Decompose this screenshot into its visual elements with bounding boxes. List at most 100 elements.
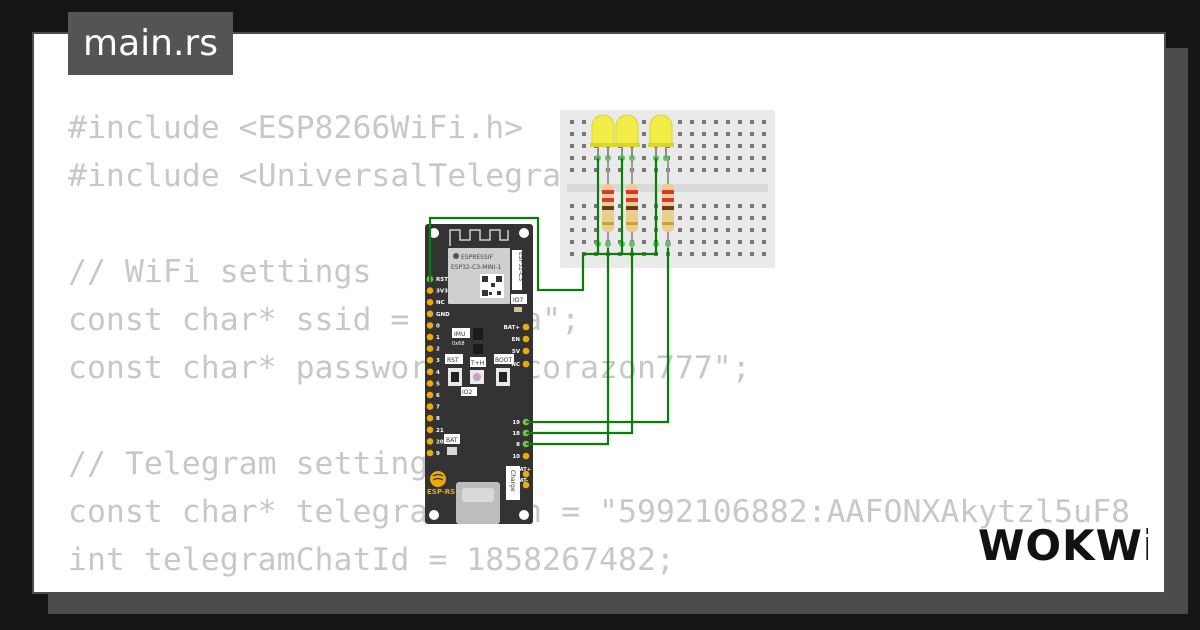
breadboard-hole <box>690 132 694 136</box>
temp-humidity-label: T+H <box>470 360 484 367</box>
header-pin[interactable] <box>426 345 434 352</box>
breadboard-hole <box>750 228 754 232</box>
esp32-module: ESPRESSIF ESP32-C3-MINI-1 <box>448 248 510 304</box>
breadboard-hole <box>570 168 574 172</box>
breadboard-hole <box>582 216 586 220</box>
pin-label: 18 <box>512 431 520 437</box>
breadboard-hole <box>714 204 718 208</box>
wire-gnd <box>428 216 658 292</box>
header-pin[interactable] <box>426 380 434 387</box>
wires <box>428 158 670 446</box>
breadboard-hole <box>726 132 730 136</box>
breadboard-hole <box>690 240 694 244</box>
header-pin[interactable] <box>426 333 434 341</box>
pin-label: 3V3 <box>436 289 448 295</box>
led-1[interactable] <box>590 114 616 158</box>
breadboard-hole <box>738 156 742 160</box>
breadboard-hole <box>702 204 706 208</box>
charge-label: Charge <box>509 470 516 492</box>
breadboard-hole <box>762 144 766 148</box>
header-pin[interactable] <box>522 452 530 460</box>
breadboard-hole <box>702 144 706 148</box>
breadboard-hole <box>738 228 742 232</box>
breadboard-hole <box>582 132 586 136</box>
breadboard-hole <box>750 168 754 172</box>
header-pin[interactable] <box>522 347 530 355</box>
imu-label: IMU <box>454 331 465 338</box>
breadboard-hole <box>570 132 574 136</box>
header-pin[interactable] <box>522 335 530 343</box>
usb-c-port[interactable] <box>456 482 500 524</box>
breadboard-hole <box>582 120 586 124</box>
header-pin[interactable] <box>426 310 434 318</box>
breadboard-hole <box>762 120 766 124</box>
header-pin[interactable] <box>426 368 434 376</box>
header-pin[interactable] <box>426 287 434 294</box>
breadboard-hole <box>618 228 622 232</box>
wokwi-logo-text: WOKWi <box>978 522 1148 568</box>
imu-addr: 0x68 <box>452 341 465 347</box>
header-pin[interactable] <box>426 391 434 399</box>
breadboard-hole <box>738 168 742 172</box>
breadboard-hole <box>618 216 622 220</box>
module-brand: ESPRESSIF <box>461 254 494 261</box>
header-pin[interactable] <box>522 360 530 368</box>
io2-led-label: IO2 <box>462 389 472 396</box>
esp32-c3-board[interactable]: ESPRESSIF ESP32-C3-MINI-1 ESP32-C3 IO7 I… <box>425 224 533 524</box>
module-name: ESP32-C3-MINI-1 <box>451 264 502 271</box>
breadboard-hole <box>762 168 766 172</box>
breadboard-hole <box>642 204 646 208</box>
resistor-3[interactable] <box>662 158 674 248</box>
breadboard-hole <box>726 120 730 124</box>
breadboard-hole <box>678 120 682 124</box>
resistor-1[interactable] <box>602 158 614 248</box>
breadboard-hole <box>714 156 718 160</box>
pin-label: BAT+ <box>504 325 521 331</box>
pin-label: 5 <box>436 381 440 387</box>
breadboard-hole <box>594 168 598 172</box>
pin-label: 5V <box>512 349 521 355</box>
pin-label: 1 <box>436 335 440 341</box>
pin-label: RST <box>436 277 448 283</box>
breadboard-hole <box>762 204 766 208</box>
breadboard-hole <box>702 132 706 136</box>
breadboard-hole <box>678 168 682 172</box>
header-pin[interactable] <box>426 403 434 410</box>
breadboard-hole <box>750 252 754 256</box>
led-3[interactable] <box>648 114 674 158</box>
breadboard-hole <box>714 228 718 232</box>
resistor-2[interactable] <box>626 158 638 248</box>
led-2[interactable] <box>614 114 640 158</box>
breadboard-hole <box>690 216 694 220</box>
io7-label: IO7 <box>513 297 523 304</box>
breadboard-hole <box>762 156 766 160</box>
breadboard-hole <box>582 240 586 244</box>
header-pin[interactable] <box>426 298 434 306</box>
breadboard-hole <box>762 132 766 136</box>
header-pin[interactable] <box>426 438 434 445</box>
file-tab[interactable]: main.rs <box>68 12 233 75</box>
header-pin[interactable] <box>426 414 434 422</box>
header-pin[interactable] <box>426 322 434 329</box>
boot-button[interactable] <box>496 368 510 386</box>
header-pin[interactable] <box>522 323 530 331</box>
pin-label: 8 <box>516 442 520 448</box>
breadboard-hole <box>582 156 586 160</box>
breadboard-hole <box>642 216 646 220</box>
pin-label: 7 <box>436 405 440 411</box>
breadboard-hole <box>570 216 574 220</box>
breadboard-hole <box>678 252 682 256</box>
breadboard-hole <box>678 132 682 136</box>
header-pin[interactable] <box>426 426 434 434</box>
battery-pin-header[interactable]: BAT+BAT- <box>516 467 531 489</box>
rst-button[interactable] <box>448 368 462 386</box>
header-pin[interactable] <box>522 470 530 478</box>
header-pin[interactable] <box>522 481 530 489</box>
header-pin[interactable] <box>426 356 434 364</box>
pin-label: 10 <box>512 454 520 460</box>
header-pin[interactable] <box>426 449 434 457</box>
breadboard-hole <box>570 156 574 160</box>
esp-rs-label: ESP-RS <box>427 488 455 496</box>
